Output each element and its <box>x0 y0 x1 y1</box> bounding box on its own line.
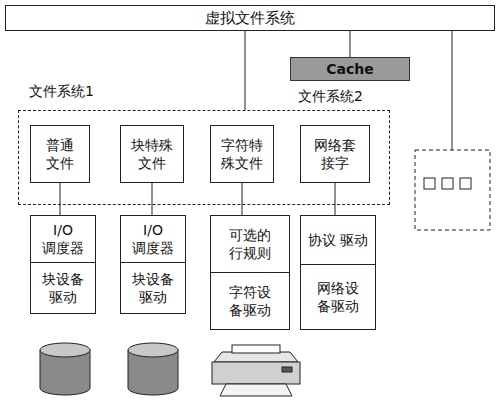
node-text: 网络套 接字 <box>301 136 369 172</box>
cache-box: Cache <box>290 57 410 81</box>
node-text: I/O 调度器 <box>31 221 95 257</box>
node-text: 协议 驱动 <box>308 231 368 249</box>
connector-line <box>60 183 61 215</box>
scheduler-box: I/O 调度器 <box>120 215 186 263</box>
printer-symbol <box>212 345 300 396</box>
node-text: 字符设 备驱动 <box>211 283 289 319</box>
node-text: 虚拟文件系统 <box>205 9 295 27</box>
scheduler-box: I/O 调度器 <box>30 215 96 263</box>
node-text: 块设备 驱动 <box>31 270 95 306</box>
connector-line <box>350 31 351 57</box>
file-type-box: 网络套 接字 <box>300 125 370 183</box>
driver-box: 字符设 备驱动 <box>210 272 290 330</box>
file-type-box: 字符特 殊文件 <box>210 125 274 183</box>
small-square <box>460 178 471 189</box>
driver-box: 块设备 驱动 <box>30 262 96 314</box>
connector-line <box>335 183 336 215</box>
node-text: 网络设 备驱动 <box>301 279 375 315</box>
small-square <box>424 178 435 189</box>
node-text: 块特殊 文件 <box>121 136 183 172</box>
disk-symbol <box>128 343 178 395</box>
group-heading: 文件系统1 <box>29 83 94 101</box>
connector-line <box>152 183 153 215</box>
node-text: 可选的 行规则 <box>211 226 289 262</box>
node-text: 普通 文件 <box>31 136 89 172</box>
driver-box: 块设备 驱动 <box>120 262 186 314</box>
file-type-box: 块特殊 文件 <box>120 125 184 183</box>
connector-line <box>242 183 243 215</box>
node-text: 字符特 殊文件 <box>211 136 273 172</box>
line-discipline-box: 可选的 行规则 <box>210 215 290 273</box>
small-square <box>442 178 453 189</box>
file-system-box: 文件系统1普通 文件块特殊 文件字符特 殊文件网络套 接字 <box>18 110 390 205</box>
connector-line <box>452 30 453 150</box>
protocol-box: 协议 驱动 <box>300 215 376 265</box>
file-type-box: 普通 文件 <box>30 125 90 183</box>
node-text: Cache <box>326 60 373 78</box>
driver-box: 网络设 备驱动 <box>300 264 376 330</box>
disk-symbol <box>40 343 90 395</box>
node-text: I/O 调度器 <box>121 221 185 257</box>
node-text: 块设备 驱动 <box>121 270 185 306</box>
connector-line <box>245 31 246 110</box>
vfs-box: 虚拟文件系统 <box>5 5 495 31</box>
file-system-2-box <box>415 150 490 230</box>
group-label: 文件系统2 <box>298 88 363 106</box>
